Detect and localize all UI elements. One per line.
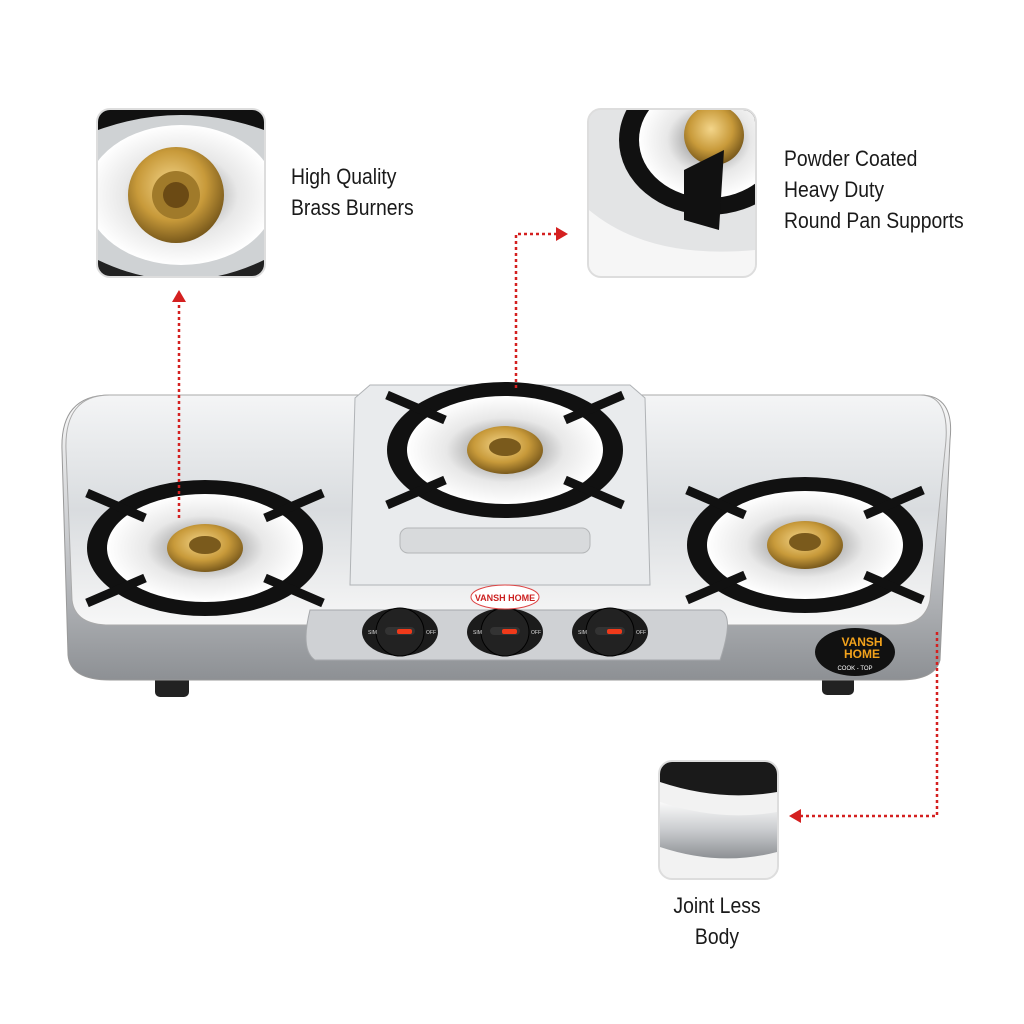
knob-label-sim: SIM — [473, 630, 482, 636]
pan-support-arm — [385, 475, 447, 510]
pan-support-arm — [85, 488, 147, 523]
caption-line: Heavy Duty — [784, 177, 885, 202]
feature-caption-brass-burners: High Quality Brass Burners — [291, 161, 414, 223]
pan-support-arm — [85, 573, 147, 608]
burner — [685, 477, 925, 613]
pan-support-arm — [863, 570, 925, 605]
arrow-right-icon — [556, 227, 568, 241]
caption-line: Brass Burners — [291, 195, 414, 220]
pan-support-arm — [563, 475, 625, 510]
knob-label-off: OFF — [531, 630, 541, 636]
burner — [85, 480, 325, 616]
feature-caption-pan-supports: Powder Coated Heavy Duty Round Pan Suppo… — [784, 143, 964, 236]
knob-label-off: OFF — [636, 630, 646, 636]
burner — [385, 382, 625, 518]
inset-brass-burner — [96, 108, 266, 278]
callout-lines — [177, 232, 939, 818]
inset-joint-less-body — [658, 760, 779, 880]
svg-text:VANSH: VANSH — [841, 635, 882, 649]
caption-line: Body — [694, 924, 740, 949]
pan-support-arm — [685, 485, 747, 520]
svg-text:VANSH HOME: VANSH HOME — [475, 593, 535, 603]
pan-support-arm — [385, 390, 447, 425]
caption-line: Joint Less — [673, 893, 761, 918]
pan-support-arm — [563, 390, 625, 425]
knob-label-off: OFF — [426, 630, 436, 636]
knob-label-sim: SIM — [368, 630, 377, 636]
pan-support-arm — [263, 488, 325, 523]
control-knob[interactable]: SIM OFF — [362, 607, 438, 657]
caption-line: Powder Coated — [784, 146, 918, 171]
pan-support-arm — [863, 485, 925, 520]
knob-label-sim: SIM — [578, 630, 587, 636]
caption-line: Round Pan Supports — [784, 208, 964, 233]
arrow-up-icon — [172, 290, 186, 302]
feature-caption-joint-less-body: Joint Less Body — [629, 890, 805, 952]
control-knob[interactable]: SIM OFF — [572, 607, 648, 657]
pan-support-arm — [263, 573, 325, 608]
brand-badge: VANSH HOME COOK - TOP — [815, 628, 895, 676]
svg-text:HOME: HOME — [844, 647, 880, 661]
inset-pan-support — [587, 108, 757, 278]
front-logo: VANSH HOME — [470, 584, 540, 610]
svg-text:COOK - TOP: COOK - TOP — [837, 666, 872, 672]
pan-support-arm — [685, 570, 747, 605]
caption-line: High Quality — [291, 164, 397, 189]
control-knob[interactable]: SIM OFF — [467, 607, 543, 657]
arrow-left-icon — [789, 809, 801, 823]
